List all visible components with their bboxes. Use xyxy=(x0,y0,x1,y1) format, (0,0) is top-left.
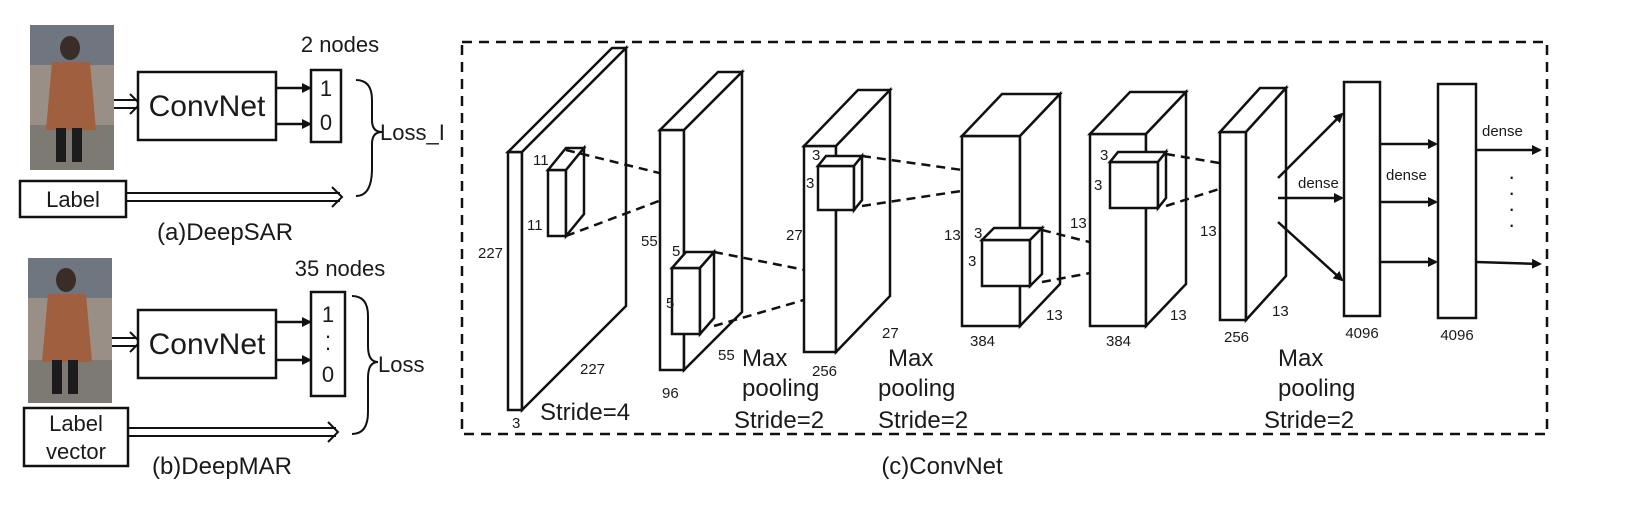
output-0-b: 0 xyxy=(322,362,334,387)
caption-a: (a)DeepSAR xyxy=(157,219,293,246)
pedestrian-photo-a xyxy=(30,25,114,170)
l2-pool2: pooling xyxy=(742,375,819,402)
l5-depth: 384 xyxy=(1106,333,1131,350)
l5-k2: 3 xyxy=(1094,177,1102,194)
l3-stride: Stride=2 xyxy=(878,407,968,434)
l6-depth: 256 xyxy=(1224,329,1249,346)
layer-conv5: 13 13 256 Max pooling Stride=2 xyxy=(1200,84,1355,434)
deepsar-panel: ConvNet 1 0 2 nodes Loss_I Label (a)Deep… xyxy=(18,25,445,246)
l4-height: 13 xyxy=(944,227,961,244)
l1-k1: 11 xyxy=(533,152,549,169)
l6-pool: Max xyxy=(1278,345,1323,372)
l1-k2: 11 xyxy=(527,217,543,234)
out-dense: dense xyxy=(1482,123,1523,140)
l5-width: 13 xyxy=(1170,307,1187,324)
fc2-dense: dense xyxy=(1386,167,1427,184)
label-text-b: Label xyxy=(49,411,103,436)
l2-stride: Stride=2 xyxy=(734,407,824,434)
nodes-count-b: 35 nodes xyxy=(295,256,386,281)
l5-k1: 3 xyxy=(1100,147,1108,164)
l1-width: 227 xyxy=(580,361,605,378)
l2-width: 55 xyxy=(718,347,735,364)
loss-label-a: Loss_I xyxy=(380,120,445,145)
loss-brace-b xyxy=(351,295,379,435)
convnet-label-b: ConvNet xyxy=(149,328,266,361)
fc1-arrow-bottom xyxy=(1277,221,1344,282)
l1-height: 227 xyxy=(478,245,503,262)
l2-depth: 96 xyxy=(662,385,679,402)
caption-b: (b)DeepMAR xyxy=(152,453,292,480)
output-nodes-a xyxy=(309,68,343,144)
l6-width: 13 xyxy=(1272,303,1289,320)
l1-depth: 3 xyxy=(512,415,520,432)
l2-height: 55 xyxy=(641,233,658,250)
deepmar-panel: ConvNet 1 · · 0 35 nodes Loss Label vect… xyxy=(22,256,424,480)
out-dot-2: · xyxy=(1508,180,1515,205)
nodes-count-a: 2 nodes xyxy=(301,32,379,57)
loss-label-b: Loss xyxy=(378,352,424,377)
pedestrian-photo-b xyxy=(28,258,112,403)
l6-height: 13 xyxy=(1200,223,1217,240)
l3-height: 27 xyxy=(786,227,803,244)
convnet-panel: 11 11 227 227 3 Stride=4 55 5 5 55 96 Ma… xyxy=(460,40,1549,480)
output-nodes-b xyxy=(309,290,347,398)
output-0-a: 0 xyxy=(320,110,332,135)
l6-pool2: pooling xyxy=(1278,375,1355,402)
layer-conv2: 3 3 27 27 256 Max pooling Stride=2 xyxy=(786,86,1035,434)
out-dot-3: · xyxy=(1508,196,1515,221)
l4-depth: 384 xyxy=(970,333,995,350)
l1-stride: Stride=4 xyxy=(540,399,630,426)
convnet-box-b xyxy=(136,308,278,380)
layer-input: 11 11 227 227 3 Stride=4 xyxy=(478,44,705,432)
layer-conv1: 55 5 5 55 96 Max pooling Stride=2 xyxy=(641,68,867,434)
fc1-dense: dense xyxy=(1298,175,1339,192)
l3-width: 27 xyxy=(882,325,899,342)
l3-pool: Max xyxy=(888,345,933,372)
fc2-layer xyxy=(1436,82,1478,320)
l2-k1: 5 xyxy=(672,243,680,260)
fc1-arrow-top xyxy=(1277,112,1344,179)
output-dot-1-b: · xyxy=(324,323,331,348)
out-arrow-bottom xyxy=(1475,258,1542,269)
caption-c: (c)ConvNet xyxy=(881,453,1003,480)
label-input-a xyxy=(18,179,128,219)
l3-depth: 256 xyxy=(812,363,837,380)
label-text-a: Label xyxy=(46,187,100,212)
out-dot-4: · xyxy=(1508,212,1515,237)
l2-k2: 5 xyxy=(666,295,674,312)
layer-conv3: 13 3 3 13 384 xyxy=(944,90,1161,350)
convnet-frame xyxy=(460,40,1549,436)
l6-stride: Stride=2 xyxy=(1264,407,1354,434)
output-1-a: 1 xyxy=(320,76,332,101)
vector-text-b: vector xyxy=(46,439,106,464)
l4-width: 13 xyxy=(1046,307,1063,324)
l4-k1: 3 xyxy=(974,225,982,242)
l3-k2: 3 xyxy=(806,175,814,192)
l5-height: 13 xyxy=(1070,215,1087,232)
fc1-size: 4096 xyxy=(1345,325,1378,342)
out-dot-1: · xyxy=(1508,164,1515,189)
fc2-size: 4096 xyxy=(1440,327,1473,344)
loss-brace-a xyxy=(355,79,383,197)
layer-conv4: 13 3 3 13 384 xyxy=(1070,88,1273,350)
convnet-label-a: ConvNet xyxy=(149,90,266,123)
l4-k2: 3 xyxy=(968,253,976,270)
l2-pool: Max xyxy=(742,345,787,372)
l3-pool2: pooling xyxy=(878,375,955,402)
output-dot-2-b: · xyxy=(324,335,331,360)
fc1-layer xyxy=(1342,80,1382,318)
convnet-box-a xyxy=(136,70,278,142)
l3-k1: 3 xyxy=(812,147,820,164)
label-vector-input-b xyxy=(22,406,130,468)
output-1-b: 1 xyxy=(322,302,334,327)
